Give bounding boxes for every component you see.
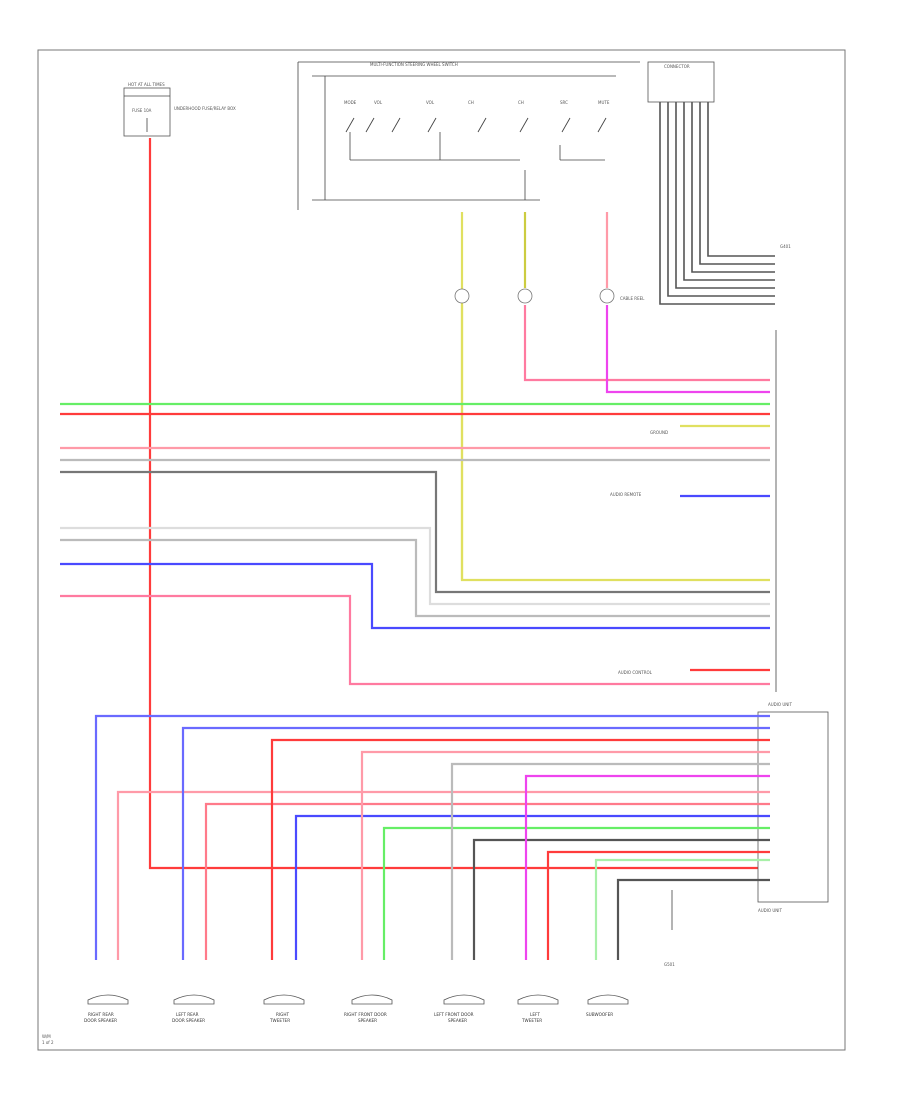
speaker-6: SUBWOOFER xyxy=(586,994,629,1017)
page-number: 1 of 2 xyxy=(42,1040,54,1045)
speaker-3: RIGHT FRONT DOOR SPEAKER xyxy=(344,994,393,1023)
btn-label-1: VOL xyxy=(374,100,383,105)
speaker-6-name-1: SUBWOOFER xyxy=(586,1012,613,1017)
connector-top-label: CONNECTOR xyxy=(664,64,690,69)
ground-ref-label: G401 xyxy=(780,244,791,249)
btn-label-5: SRC xyxy=(560,100,568,105)
speaker-3-name-2: SPEAKER xyxy=(358,1018,377,1023)
speaker-3-name-1: RIGHT FRONT DOOR xyxy=(344,1012,387,1017)
speaker-1: LEFT REAR DOOR SPEAKER xyxy=(172,994,215,1023)
btn-label-4: CH xyxy=(518,100,524,105)
mid-label-1: GROUND xyxy=(650,430,668,435)
audio-unit-bracket: AUDIO UNIT AUDIO UNIT xyxy=(757,330,829,913)
hot-at-all-times-label: HOT AT ALL TIMES xyxy=(128,82,165,87)
speaker-5: LEFT TWEETER xyxy=(517,994,559,1023)
speaker-row: RIGHT REAR DOOR SPEAKER LEFT REAR DOOR S… xyxy=(84,994,629,1023)
speaker-1-name-2: DOOR SPEAKER xyxy=(172,1018,205,1023)
speaker-1-name-1: LEFT REAR xyxy=(176,1012,199,1017)
btn-label-0: MODE xyxy=(344,100,357,105)
speaker-2-name-1: RIGHT xyxy=(276,1012,290,1017)
fuse-desc-label: UNDERHOOD FUSE/RELAY BOX xyxy=(174,106,236,111)
amp-title-label: AUDIO UNIT xyxy=(768,702,792,707)
speaker-0-name-2: DOOR SPEAKER xyxy=(84,1018,117,1023)
speaker-4-name-2: SPEAKER xyxy=(448,1018,467,1023)
fuse-box: HOT AT ALL TIMES FUSE 10A UNDERHOOD FUSE… xyxy=(123,82,236,137)
amp-bottom-label: AUDIO UNIT xyxy=(758,908,782,913)
speaker-4-name-1: LEFT FRONT DOOR xyxy=(434,1012,474,1017)
switch-drops: CABLE REEL xyxy=(454,212,770,582)
mid-label-3: AUDIO CONTROL xyxy=(618,670,653,675)
top-connector-bus xyxy=(659,102,775,305)
speaker-feeds: G501 xyxy=(94,714,770,967)
btn-label-3: CH xyxy=(468,100,474,105)
mid-label-2: AUDIO REMOTE xyxy=(610,492,642,497)
speaker-2: RIGHT TWEETER xyxy=(263,994,305,1023)
power-feed xyxy=(148,138,770,870)
speaker-0-name-1: RIGHT REAR xyxy=(88,1012,114,1017)
speaker-2-name-2: TWEETER xyxy=(269,1018,290,1023)
bus-wires: GROUND AUDIO REMOTE AUDIO CONTROL xyxy=(60,402,770,686)
steering-switch: MULTI-FUNCTION STEERING WHEEL SWITCH MOD… xyxy=(297,61,640,210)
btn-label-6: MUTE xyxy=(598,100,610,105)
speaker-5-name-2: TWEETER xyxy=(521,1018,542,1023)
speaker-0: RIGHT REAR DOOR SPEAKER xyxy=(84,994,129,1023)
switch-title: MULTI-FUNCTION STEERING WHEEL SWITCH xyxy=(370,62,458,67)
bottom-left-code: W/M xyxy=(42,1034,51,1039)
speaker-4: LEFT FRONT DOOR SPEAKER xyxy=(434,994,485,1023)
fuse-label: FUSE 10A xyxy=(132,108,152,113)
ground-text: G501 xyxy=(664,962,675,967)
speaker-5-name-1: LEFT xyxy=(530,1012,540,1017)
top-connector: CONNECTOR G401 xyxy=(647,61,791,249)
btn-label-2: VOL xyxy=(426,100,435,105)
diagram-frame xyxy=(37,49,846,1051)
spiral-label: CABLE REEL xyxy=(620,296,645,301)
